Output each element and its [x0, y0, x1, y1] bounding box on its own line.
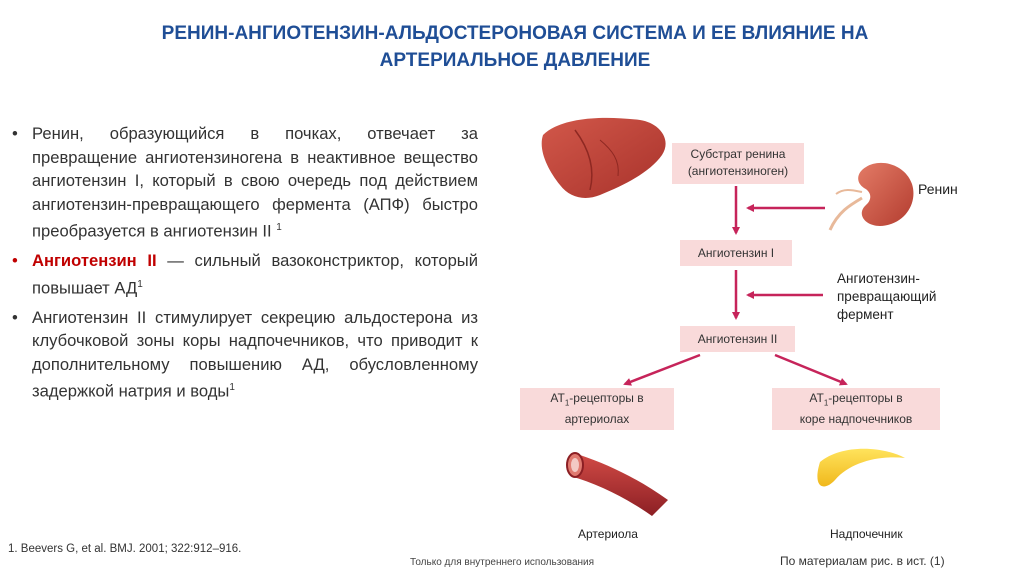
label-adrenal: Надпочечник: [830, 527, 903, 541]
source-note: По материалам рис. в ист. (1): [780, 554, 945, 568]
arrow-ang2-to-arteriole: [625, 355, 700, 384]
box-at1-arterioles: АТ1-рецепторы в артериолах: [520, 388, 674, 430]
substrate-line-2: (ангиотензиноген): [672, 163, 804, 180]
label-renin: Ренин: [918, 181, 958, 197]
liver-illustration: [542, 118, 666, 198]
at1-left-suffix: -рецепторы в: [569, 391, 643, 405]
arrow-ang2-to-adrenal: [775, 355, 846, 384]
reference-citation: 1. Beevers G, et al. BMJ. 2001; 322:912–…: [8, 543, 241, 555]
label-ace: Ангиотензин- превращающий фермент: [837, 270, 936, 324]
box-angiotensin-i: Ангиотензин I: [680, 240, 792, 266]
box-renin-substrate: Субстрат ренина (ангиотензиноген): [672, 143, 804, 184]
box-at1-adrenal: АТ1-рецепторы в коре надпочечников: [772, 388, 940, 430]
at1-right-prefix: АТ: [809, 391, 823, 405]
at1-right-suffix: -рецепторы в: [828, 391, 902, 405]
at1-right-line-2: коре надпочечников: [772, 411, 940, 428]
kidney-illustration: [830, 163, 913, 230]
internal-use-note: Только для внутреннего использования: [410, 557, 594, 568]
at1-left-line-2: артериолах: [520, 411, 674, 428]
box-angiotensin-ii: Ангиотензин II: [680, 326, 795, 352]
at1-left-line-1: АТ1-рецепторы в: [520, 390, 674, 411]
substrate-line-1: Субстрат ренина: [672, 146, 804, 163]
label-arteriole: Артериола: [578, 527, 638, 541]
arteriole-illustration: [567, 453, 668, 516]
ace-line-1: Ангиотензин-: [837, 270, 936, 288]
adrenal-illustration: [817, 449, 905, 487]
ace-line-2: превращающий: [837, 288, 936, 306]
at1-left-prefix: АТ: [550, 391, 564, 405]
flow-arrows: [625, 186, 846, 384]
ace-line-3: фермент: [837, 306, 936, 324]
at1-right-line-1: АТ1-рецепторы в: [772, 390, 940, 411]
